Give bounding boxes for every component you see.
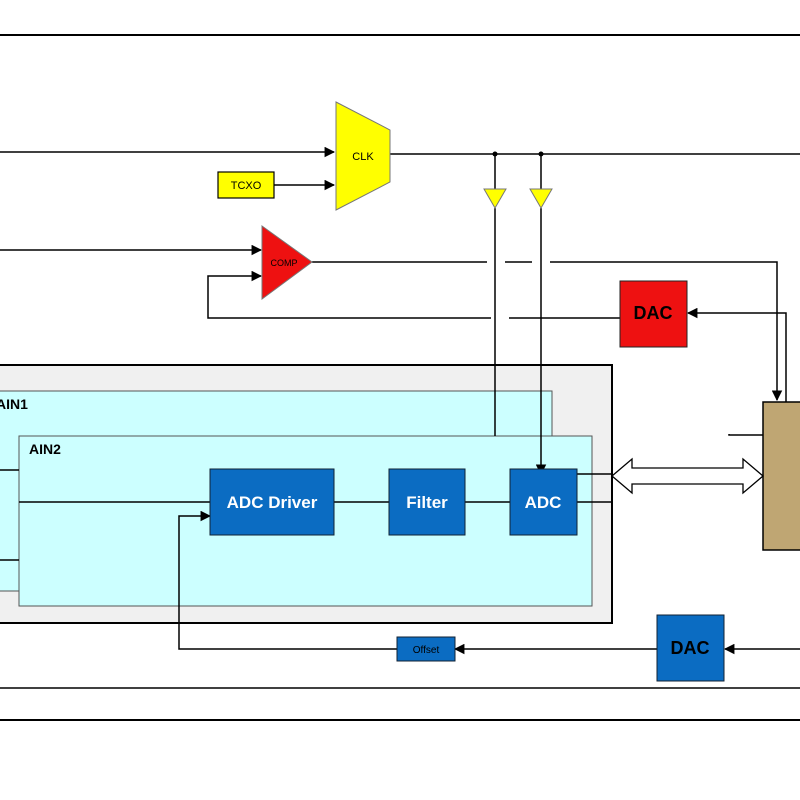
comp-output-wire-c [550,261,783,402]
offset-block [396,636,456,662]
adc-label: ADC [525,493,562,512]
adc-block [509,468,578,536]
comparator [261,225,313,300]
clk-label: CLK [352,151,374,163]
dac-red-block [619,280,688,348]
offset-label: Offset [413,645,440,656]
comp-feedback-wire [207,270,491,319]
tcxo-label: TCXO [231,180,262,192]
processor-block [762,401,800,551]
data-bus-arrow [610,457,765,495]
offset-feedback-wire [178,510,397,650]
clock-buffer-2 [529,188,553,209]
filter-label: Filter [406,493,448,512]
adc-driver-block [209,468,335,536]
proc-to-dac-red-wire [686,307,787,402]
clk-mux [335,101,391,211]
proc-to-ain-wire [728,434,763,436]
comp-label: COMP [271,258,298,268]
ain2-label: AIN2 [29,441,61,457]
ain1-label: AIN1 [0,396,28,412]
dac-red-label: DAC [634,303,673,323]
adc-driver-label: ADC Driver [227,493,318,512]
dac-blue-block [656,614,725,682]
dac-blue-label: DAC [671,638,710,658]
tcxo-block [217,171,275,199]
clock-buffer-1 [483,188,507,209]
filter-block [388,468,466,536]
